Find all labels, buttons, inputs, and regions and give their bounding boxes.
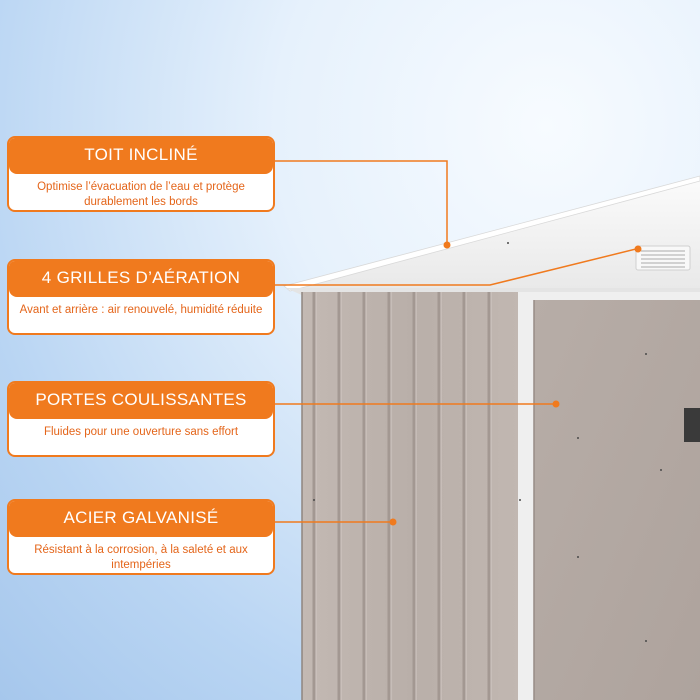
- feature-description: Optimise l’évacuation de l’eau et protèg…: [37, 181, 245, 208]
- feature-description: Avant et arrière : air renouvelé, humidi…: [19, 304, 263, 316]
- door-handle: [684, 408, 700, 442]
- callout-lines: [275, 160, 637, 523]
- feature-title: 4 GRILLES D’AÉRATION: [9, 261, 273, 297]
- wall-ribs: [312, 292, 492, 700]
- feature-card-steel: ACIER GALVANISÉ Résistant à la corrosion…: [7, 499, 275, 575]
- roof-edge: [283, 175, 700, 292]
- callout-dots: [389, 241, 642, 526]
- sliding-door: [534, 300, 700, 700]
- feature-description: Fluides pour une ouverture sans effort: [43, 426, 239, 438]
- connector-roof: [275, 160, 448, 245]
- feature-card-doors: PORTES COULISSANTES Fluides pour une ouv…: [7, 381, 275, 457]
- feature-title: TOIT INCLINÉ: [9, 138, 273, 174]
- connector-vent: [275, 248, 637, 286]
- vent-grille: [635, 245, 691, 271]
- feature-title: ACIER GALVANISÉ: [9, 501, 273, 537]
- feature-card-roof: TOIT INCLINÉ Optimise l’évacuation de l’…: [7, 136, 275, 212]
- feature-description: Résistant à la corrosion, à la saleté et…: [34, 544, 248, 571]
- feature-title: PORTES COULISSANTES: [9, 383, 273, 419]
- feature-card-vents: 4 GRILLES D’AÉRATION Avant et arrière : …: [7, 259, 275, 335]
- door-rivets: [313, 242, 662, 642]
- shed-wall: [302, 292, 520, 700]
